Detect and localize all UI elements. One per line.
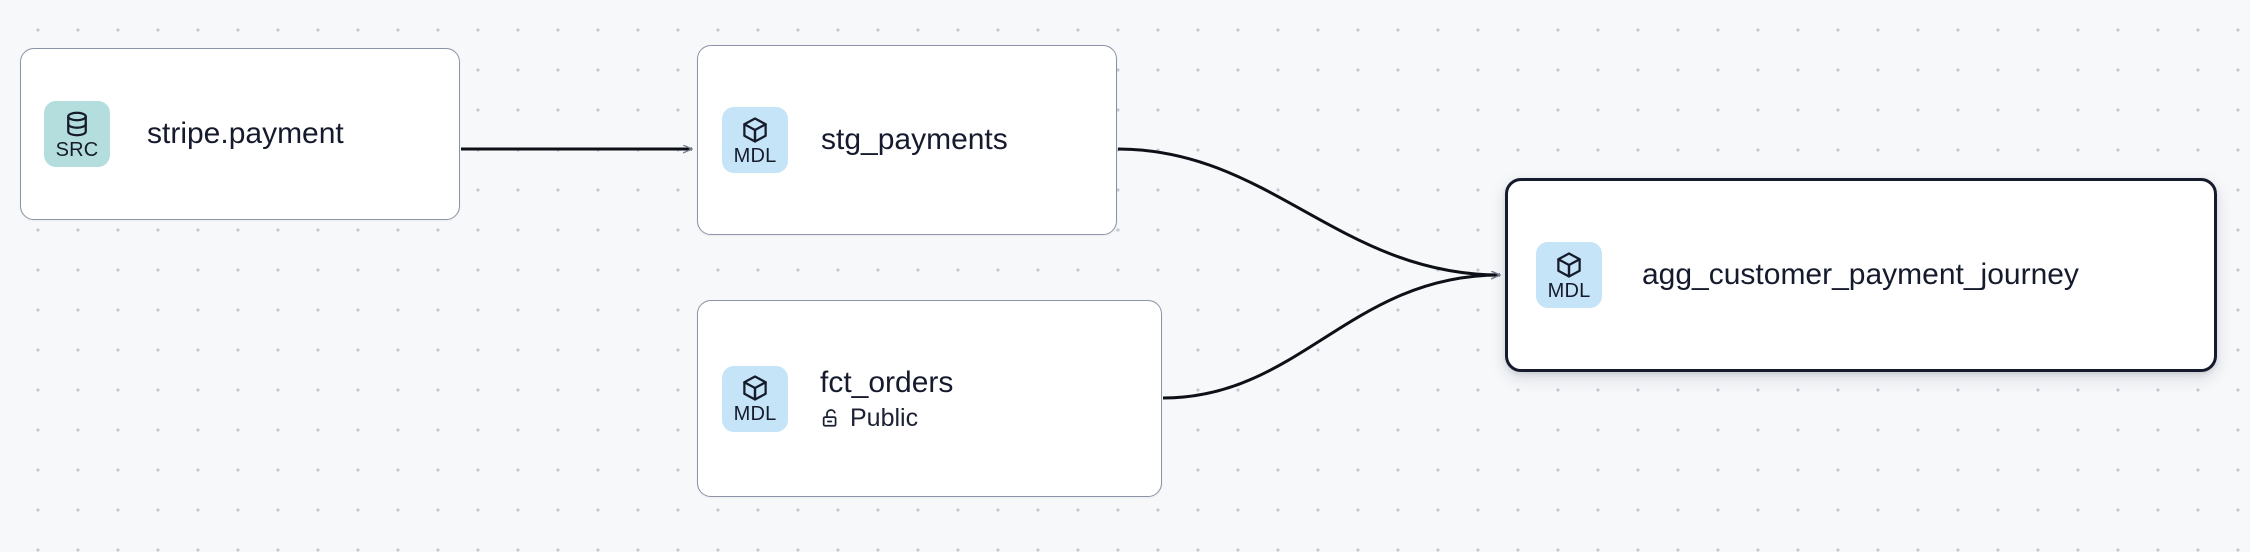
- node-title: stripe.payment: [147, 117, 344, 150]
- cube-icon: [740, 115, 770, 145]
- node-body: agg_customer_payment_journey: [1642, 258, 2079, 292]
- badge-label: SRC: [55, 138, 99, 161]
- node-body: fct_orders Public: [820, 366, 953, 432]
- lineage-node-agg-customer-payment-journey[interactable]: MDL agg_customer_payment_journey: [1505, 178, 2217, 372]
- lineage-node-fct-orders[interactable]: MDL fct_orders Public: [697, 300, 1162, 497]
- lineage-node-stripe-payment[interactable]: SRC stripe.payment: [20, 48, 460, 220]
- node-type-badge-mdl: MDL: [722, 107, 788, 173]
- badge-label: MDL: [733, 144, 777, 167]
- node-type-badge-mdl: MDL: [722, 365, 788, 432]
- node-title: fct_orders: [820, 365, 954, 399]
- unlock-icon: [820, 407, 842, 429]
- node-body: stg_payments: [821, 123, 1008, 157]
- node-type-badge-src: SRC: [44, 101, 110, 167]
- badge-label: MDL: [733, 403, 777, 425]
- cube-icon: [740, 373, 770, 403]
- database-icon: [62, 109, 92, 139]
- cube-icon: [1554, 250, 1584, 280]
- node-title: stg_payments: [821, 123, 1008, 156]
- node-body: stripe.payment: [147, 117, 344, 151]
- lineage-node-stg-payments[interactable]: MDL stg_payments: [697, 45, 1117, 235]
- node-visibility: Public: [820, 403, 953, 432]
- edge-stg-payments-to-agg-journey: [1117, 147, 1500, 275]
- node-title: agg_customer_payment_journey: [1642, 258, 2079, 291]
- visibility-label: Public: [850, 403, 919, 432]
- edge-fct-orders-to-agg-journey: [1162, 275, 1500, 400]
- node-type-badge-mdl: MDL: [1536, 242, 1602, 308]
- badge-label: MDL: [1547, 279, 1591, 302]
